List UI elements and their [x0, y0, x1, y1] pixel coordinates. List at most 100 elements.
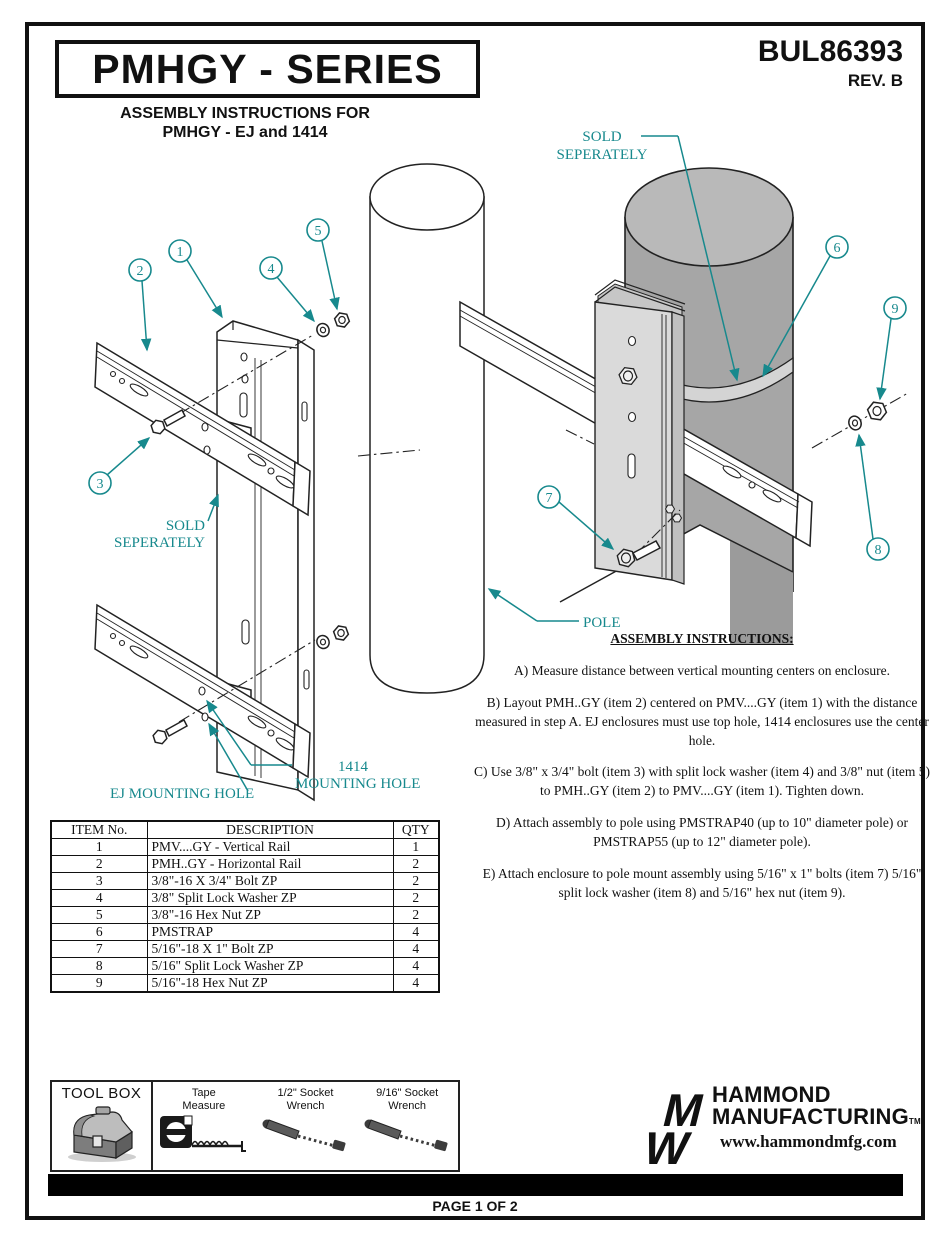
callout-4: 4 [259, 256, 283, 280]
instruction-step-d: D) Attach assembly to pole using PMSTRAP… [496, 815, 908, 850]
svg-text:5: 5 [315, 224, 322, 239]
leader-sold-right [677, 135, 740, 382]
leader-1414 [206, 699, 252, 766]
leader-ej [208, 722, 249, 792]
leader-7 [558, 501, 615, 550]
svg-text:6: 6 [834, 241, 841, 256]
instructions-heading: ASSEMBLY INSTRUCTIONS: [610, 631, 794, 646]
svg-text:7: 7 [546, 491, 553, 506]
center-line-rail [565, 429, 595, 445]
leader-9 [876, 318, 892, 401]
socket-wrench-icon [364, 1119, 448, 1152]
washer-lower [316, 634, 330, 650]
leader-8 [855, 433, 874, 540]
sold-separately-right-line1: SOLD [582, 129, 621, 145]
title-box: PMHGY - SERIES [55, 40, 480, 98]
bolt-item3 [150, 408, 186, 435]
center-line [357, 449, 421, 457]
leader-pole [487, 588, 538, 622]
mounting-hole-1414 [198, 686, 206, 696]
tool-tape-measure: Tape Measure [158, 1087, 250, 1158]
callout-8: 8 [866, 537, 890, 561]
label-ej-mounting-hole: EJ MOUNTING HOLE [110, 786, 254, 802]
callout-9: 9 [883, 296, 907, 320]
sold-separately-left-line2: SEPERATELY [114, 535, 205, 551]
leader-2 [140, 280, 152, 352]
page-number: PAGE 1 OF 2 [432, 1198, 518, 1214]
tool-socket-wrench-half: 1/2" Socket Wrench [259, 1087, 351, 1158]
leader-3 [106, 437, 151, 476]
svg-text:9: 9 [892, 302, 899, 317]
bolt-item7 [616, 540, 662, 568]
toolbox-tools: Tape Measure 1/2" Socket Wrench [153, 1082, 458, 1170]
table-header-row: ITEM No. DESCRIPTION QTY [50, 820, 440, 839]
toolbox-cell: TOOL BOX [52, 1082, 153, 1170]
svg-text:3: 3 [97, 477, 104, 492]
callout-5: 5 [306, 218, 330, 242]
sold-separately-left-line1: SOLD [166, 518, 205, 534]
toolbox-icon [67, 1106, 136, 1162]
instruction-step-c: C) Use 3/8" x 3/4" bolt (item 3) with sp… [474, 764, 930, 799]
callout-1: 1 [168, 239, 192, 263]
subtitle-line1: ASSEMBLY INSTRUCTIONS FOR [120, 105, 370, 122]
horizontal-rail-lower [94, 603, 311, 779]
leader-4 [276, 276, 315, 323]
brand-name: HAMMOND MANUFACTURINGTM [712, 1082, 921, 1129]
hammond-logo: M W [639, 1085, 710, 1174]
branding-block: M W HAMMOND MANUFACTURINGTM www.hammondm… [639, 1082, 921, 1174]
brand-website: www.hammondmfg.com [720, 1132, 897, 1152]
tape-measure-icon [159, 1115, 246, 1153]
revision-label: REV. B [847, 70, 903, 90]
sold-separately-right-line2: SEPERATELY [556, 147, 647, 163]
nut-item9 [866, 401, 888, 421]
col-header-item: ITEM No. [50, 820, 148, 839]
enclosure-surface [559, 524, 794, 645]
bulletin-number: BUL86393 [757, 35, 903, 68]
tool-socket-wrench-916: 9/16" Socket Wrench [361, 1087, 453, 1158]
page-border [25, 22, 925, 1220]
horizontal-rail-upper [94, 341, 311, 517]
bolt-axis-upper [178, 334, 314, 415]
leader-sold-left [207, 493, 219, 522]
label-1414-line1: 1414 [338, 759, 369, 775]
assembly-instructions: ASSEMBLY INSTRUCTIONS: A) Measure distan… [470, 630, 934, 916]
svg-text:2: 2 [137, 264, 144, 279]
bolt-head-on-bracket [618, 366, 638, 386]
footer-bar [48, 1174, 903, 1196]
col-header-qty: QTY [392, 820, 440, 839]
instruction-step-b: B) Layout PMH..GY (item 2) centered on P… [475, 694, 929, 748]
bolt-axis-7 [635, 509, 681, 555]
subtitle: ASSEMBLY INSTRUCTIONS FOR PMHGY - EJ and… [60, 105, 430, 143]
label-pole: POLE [583, 615, 621, 631]
callout-6: 6 [825, 235, 849, 259]
leader-1 [186, 259, 223, 319]
col-header-description: DESCRIPTION [146, 820, 394, 839]
svg-text:1: 1 [177, 245, 184, 260]
callout-3: 3 [88, 471, 112, 495]
diagram-pole-mount: 6 7 8 9 SOLD SEPERATELY POLE [459, 129, 909, 645]
toolbox-title: TOOL BOX [61, 1085, 142, 1102]
mounting-hole-ej [201, 712, 209, 722]
svg-text:8: 8 [875, 543, 882, 558]
subtitle-line2: PMHGY - EJ and 1414 [162, 123, 328, 141]
callout-7: 7 [537, 485, 561, 509]
bolt-axis-lower [178, 639, 316, 723]
socket-wrench-icon [262, 1119, 346, 1152]
instruction-step-e: E) Attach enclosure to pole mount assemb… [482, 866, 922, 900]
svg-text:4: 4 [268, 262, 275, 277]
label-1414-line2: MOUNTING HOLE [295, 776, 420, 792]
bolt-lower [152, 718, 188, 745]
page-title: PMHGY - SERIES [92, 45, 443, 92]
vertical-rail-bracket [594, 279, 686, 585]
